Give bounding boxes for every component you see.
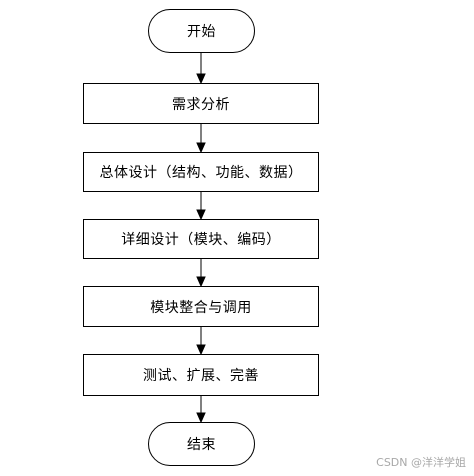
process-step-testing-extension: 测试、扩展、完善 <box>83 354 319 396</box>
process-step-label: 测试、扩展、完善 <box>143 368 259 384</box>
process-step-requirements-analysis: 需求分析 <box>83 83 319 124</box>
end-node: 结束 <box>148 422 255 466</box>
process-step-detailed-design: 详细设计（模块、编码） <box>83 219 319 259</box>
process-step-label: 需求分析 <box>172 96 230 113</box>
process-step-label: 总体设计（结构、功能、数据） <box>99 165 303 181</box>
process-step-overall-design: 总体设计（结构、功能、数据） <box>83 152 319 192</box>
start-label: 开始 <box>187 24 216 40</box>
watermark-text: CSDN @洋洋学姐 <box>376 456 466 469</box>
start-node: 开始 <box>148 9 255 53</box>
process-step-label: 模块整合与调用 <box>150 299 252 316</box>
end-label: 结束 <box>187 437 216 453</box>
process-step-label: 详细设计（模块、编码） <box>121 232 281 248</box>
process-step-module-integration: 模块整合与调用 <box>83 286 319 327</box>
